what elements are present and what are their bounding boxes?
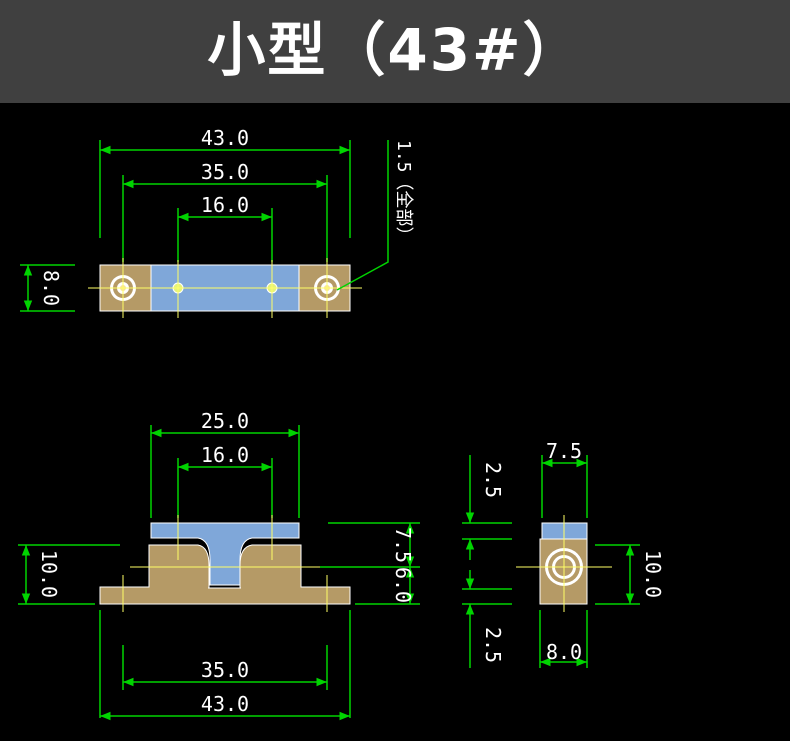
dim-text-10: 10.0 — [37, 550, 61, 598]
dim-text-side-2-5-top: 2.5 — [481, 462, 505, 498]
screw-hole-left — [110, 275, 136, 301]
dim-text-35: 35.0 — [201, 160, 249, 184]
dim-text-16b: 16.0 — [201, 443, 249, 467]
leader-line — [336, 140, 389, 291]
drawing-canvas: 43.0 35.0 16.0 8.0 1.5（全部） — [0, 103, 790, 737]
cad-drawing: 43.0 35.0 16.0 8.0 1.5（全部） — [18, 126, 665, 721]
spring-clip — [150, 522, 300, 586]
front-view: 25.0 16.0 10.0 7.5 6.0 35.0 43.0 — [18, 409, 420, 721]
dim-text-6: 6.0 — [391, 567, 415, 603]
dim-text-25: 25.0 — [201, 409, 249, 433]
top-view: 43.0 35.0 16.0 8.0 1.5（全部） — [20, 126, 414, 318]
dim-text-16: 16.0 — [201, 193, 249, 217]
dim-text-7-5: 7.5 — [391, 527, 415, 563]
page-title: 小型（43#） — [207, 16, 583, 84]
dim-text-side-8: 8.0 — [546, 640, 582, 664]
dim-text-side-2-5-bottom: 2.5 — [481, 627, 505, 663]
dim-text-side-7-5: 7.5 — [546, 439, 582, 463]
side-view: 7.5 8.0 10.0 2.5 2.5 — [462, 439, 665, 668]
dim-text-35b: 35.0 — [201, 658, 249, 682]
dim-text-8: 8.0 — [39, 270, 63, 306]
dim-text-43: 43.0 — [201, 126, 249, 150]
dim-text-side-10: 10.0 — [641, 550, 665, 598]
title-bar: 小型（43#） — [0, 0, 790, 103]
dim-text-43b: 43.0 — [201, 692, 249, 716]
thickness-note: 1.5（全部） — [393, 140, 414, 245]
